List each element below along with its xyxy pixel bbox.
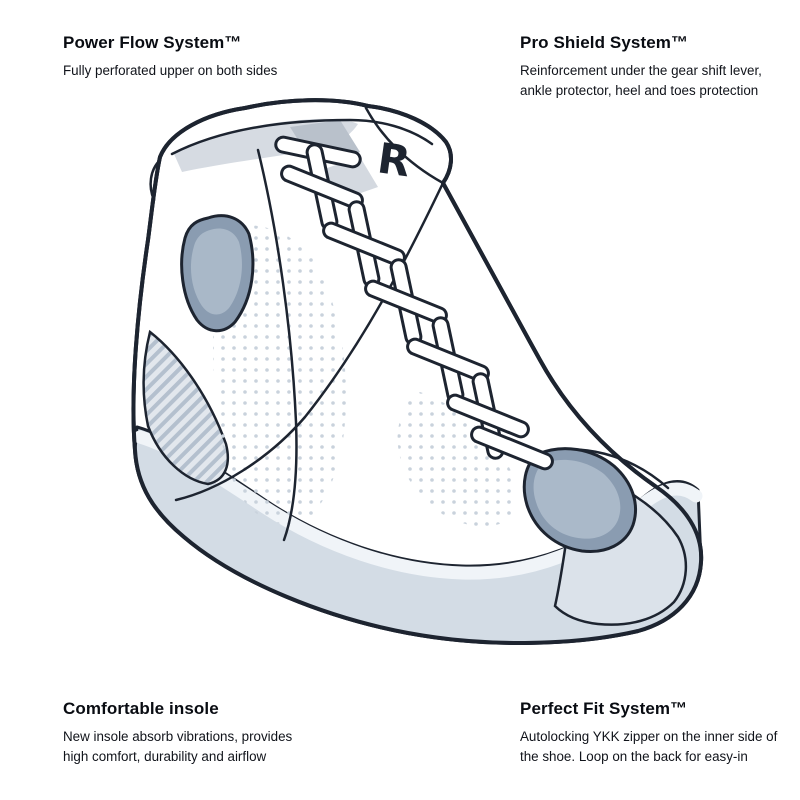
feature-description: Reinforcement under the gear shift lever…: [520, 63, 762, 98]
feature-description: Fully perforated upper on both sides: [63, 63, 278, 78]
sneaker-illustration: R: [131, 98, 704, 645]
ankle-shield-inner: [190, 228, 242, 315]
feature-pro-shield: Pro Shield System™ Reinforcement under t…: [520, 33, 785, 101]
heel-hatch-panel: [142, 329, 230, 486]
feature-title: Power Flow System™: [63, 33, 242, 52]
feature-power-flow: Power Flow System™ Fully perforated uppe…: [63, 33, 325, 81]
feature-title: Comfortable insole: [63, 699, 219, 718]
brand-logo: R: [375, 133, 414, 186]
feature-title: Perfect Fit System™: [520, 699, 688, 718]
feature-perfect-fit: Perfect Fit System™ Autolocking YKK zipp…: [520, 699, 785, 767]
perforation-field: [397, 392, 518, 527]
toe-guard-inner: [533, 459, 621, 539]
feature-description: New insole absorb vibrations, provides h…: [63, 729, 293, 764]
feature-title: Pro Shield System™: [520, 33, 689, 52]
shoe-diagram: R: [110, 92, 710, 672]
feature-description: Autolocking YKK zipper on the inner side…: [520, 729, 778, 764]
laces: [274, 135, 554, 471]
feature-comfortable-insole: Comfortable insole New insole absorb vib…: [63, 699, 313, 767]
shoe-outline-stroke: [131, 98, 704, 645]
